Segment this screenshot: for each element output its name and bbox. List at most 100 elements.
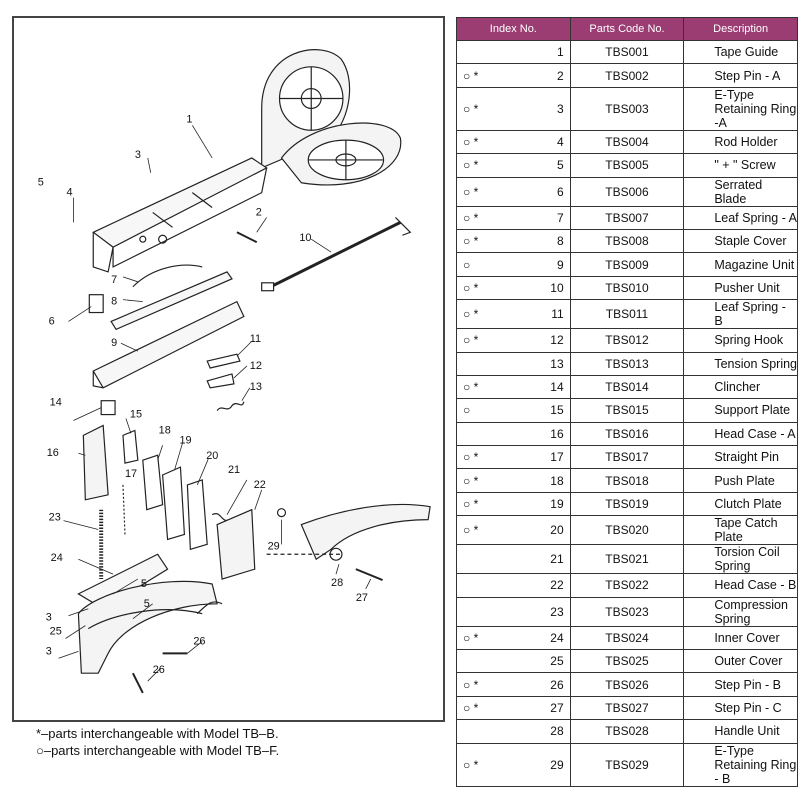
parts-code-cell: TBS002 — [569, 63, 685, 88]
index-cell: ○ *17 — [456, 445, 571, 470]
parts-code-cell: TBS020 — [569, 515, 685, 546]
index-cell: ○ *12 — [456, 328, 571, 353]
description-cell: Clincher — [683, 374, 798, 400]
parts-code-cell: TBS004 — [569, 129, 685, 155]
parts-code-cell: TBS016 — [569, 421, 685, 447]
parts-code-cell: TBS014 — [569, 374, 685, 400]
callout-7: 7 — [111, 274, 117, 286]
description-cell: Spring Hook — [683, 328, 798, 353]
callout-24: 24 — [51, 552, 63, 564]
callout-28: 28 — [331, 577, 343, 589]
parts-code-cell: TBS021 — [569, 544, 685, 575]
index-cell: ○ *6 — [456, 176, 571, 207]
interchangeable-mark: ○ * — [463, 158, 479, 173]
interchangeable-mark: ○ * — [463, 677, 479, 692]
parts-code-cell: TBS007 — [569, 205, 685, 230]
callout-13: 13 — [250, 381, 262, 393]
interchangeable-mark: ○ * — [463, 630, 479, 645]
interchangeable-mark: ○ — [463, 403, 471, 418]
index-cell: ○ *18 — [456, 468, 571, 493]
callout-19: 19 — [179, 434, 191, 446]
parts-code-cell: TBS025 — [569, 649, 685, 674]
index-cell: ○ *8 — [456, 228, 571, 254]
index-cell: ○ 15 — [456, 398, 571, 423]
index-number: 28 — [550, 724, 564, 739]
interchangeable-mark: ○ * — [463, 134, 479, 149]
index-cell: ○ *11 — [456, 299, 571, 330]
description-cell: Straight Pin — [683, 445, 798, 470]
index-number: 23 — [550, 604, 564, 619]
small-parts-drawing — [206, 353, 245, 412]
table-header-row: Index No. Parts Code No. Description — [456, 17, 798, 41]
index-number: 16 — [550, 426, 564, 441]
callout-10: 10 — [299, 232, 311, 244]
callout-22: 22 — [254, 479, 266, 491]
description-cell: " + " Screw — [683, 153, 798, 178]
index-cell: ○ *19 — [456, 491, 571, 517]
index-cell: 25 — [456, 649, 571, 674]
callout-1: 1 — [186, 113, 192, 125]
callout-16: 16 — [47, 447, 59, 459]
parts-code-cell: TBS008 — [569, 228, 685, 254]
callout-27: 27 — [356, 592, 368, 604]
index-number: 25 — [550, 654, 564, 669]
index-number: 26 — [550, 677, 564, 692]
description-cell: Compression Spring — [683, 596, 798, 627]
description-cell: Outer Cover — [683, 649, 798, 674]
tape-reel-drawing — [261, 49, 402, 186]
callout-5c: 5 — [144, 598, 150, 610]
parts-code-cell: TBS023 — [569, 596, 685, 627]
interchangeable-mark: ○ * — [463, 380, 479, 395]
parts-code-cell: TBS011 — [569, 299, 685, 330]
callout-11: 11 — [250, 333, 261, 345]
description-cell: Tension Spring — [683, 351, 798, 376]
interchangeable-mark: ○ * — [463, 280, 479, 295]
index-cell: ○ * 27 — [456, 695, 571, 721]
index-number: 1 — [556, 45, 564, 60]
covers-drawing — [77, 553, 223, 674]
callout-labels: 1 2 3 4 5 6 7 8 9 10 11 12 13 14 15 16 1… — [38, 113, 368, 676]
interchangeable-mark: ○ * — [463, 757, 479, 772]
description-cell: Rod Holder — [683, 129, 798, 155]
parts-code-cell: TBS022 — [569, 573, 685, 598]
parts-code-cell: TBS029 — [569, 742, 685, 787]
index-number: 15 — [550, 403, 564, 418]
description-cell: Head Case - B — [683, 573, 798, 598]
index-number: 4 — [556, 134, 564, 149]
header-description: Description — [683, 17, 798, 41]
callout-6: 6 — [49, 315, 55, 327]
index-cell: ○ *3 — [456, 86, 571, 131]
interchangeable-mark: ○ * — [463, 701, 479, 715]
interchangeable-mark: ○ * — [463, 210, 479, 225]
index-number: 9 — [556, 257, 564, 272]
description-cell: Staple Cover — [683, 228, 798, 254]
description-cell: Step Pin - C — [683, 695, 798, 721]
parts-code-cell: TBS015 — [569, 398, 685, 423]
description-cell: Head Case - A — [683, 421, 798, 447]
callout-9: 9 — [111, 337, 117, 349]
index-number: 27 — [550, 701, 564, 715]
interchangeable-mark: ○ * — [463, 450, 479, 465]
parts-code-cell: TBS027 — [569, 695, 685, 721]
description-cell: Tape Catch Plate — [683, 515, 798, 546]
parts-code-cell: TBS026 — [569, 672, 685, 697]
interchangeable-mark: ○ * — [463, 234, 479, 249]
